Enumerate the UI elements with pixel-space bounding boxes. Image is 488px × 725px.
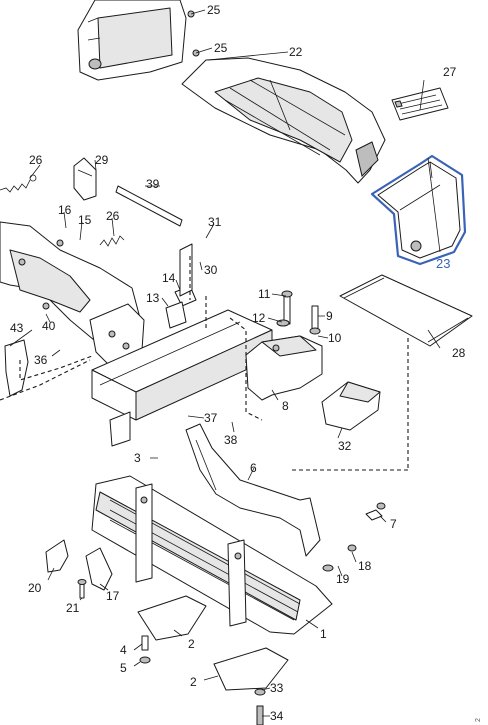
main-beam — [91, 309, 273, 447]
bracket-14-13 — [165, 243, 197, 329]
frame-6 — [185, 423, 321, 557]
leader-lines — [9, 9, 441, 717]
cover-22 — [181, 57, 386, 184]
callout-label: 5 — [120, 661, 127, 675]
callout-label: 37 — [204, 411, 218, 425]
callout-label: 32 — [338, 439, 352, 453]
callout-label: 4 — [120, 643, 127, 657]
bracket-23 — [370, 154, 467, 266]
small-parts-left — [45, 539, 151, 664]
plates-2 — [137, 595, 289, 691]
callout-label: 38 — [224, 433, 238, 447]
callout-label: 17 — [106, 589, 120, 603]
callout-label: 18 — [358, 559, 372, 573]
small-parts-right — [292, 469, 408, 572]
callout-label: 22 — [289, 45, 303, 59]
bracket-32 — [321, 381, 381, 431]
callout-label: 25 — [214, 41, 228, 55]
callout-label: 33 — [270, 681, 284, 695]
assembly-lines — [19, 256, 263, 421]
callout-label: 31 — [208, 215, 222, 229]
callout-labels: 25 25 22 27 26 29 39 23 16 15 26 31 30 1… — [10, 3, 482, 723]
callout-label: 3 — [134, 451, 141, 465]
callout-label: 13 — [146, 291, 160, 305]
bracket-8 — [245, 290, 323, 401]
figure-code: 2 — [475, 718, 482, 722]
callout-label: 11 — [258, 287, 271, 301]
callout-label: 30 — [204, 263, 218, 277]
callout-label: 16 — [58, 203, 72, 217]
callout-label: 43 — [10, 321, 24, 335]
callout-label: 15 — [78, 213, 92, 227]
plate-28 — [339, 274, 473, 470]
callout-label: 21 — [66, 601, 80, 615]
callout-label: 14 — [162, 271, 176, 285]
callout-label: 28 — [452, 346, 466, 360]
left-frame — [0, 221, 145, 367]
upper-housing — [77, 0, 200, 81]
callout-label: 20 — [28, 581, 42, 595]
callout-label: 26 — [106, 209, 120, 223]
callout-label: 34 — [270, 709, 284, 723]
callout-label: 25 — [207, 3, 221, 17]
callout-label: 12 — [252, 311, 266, 325]
callout-label: 36 — [34, 353, 48, 367]
callout-label: 2 — [188, 637, 195, 651]
callout-label: 26 — [29, 153, 43, 167]
callout-label-highlighted: 23 — [436, 256, 450, 271]
bolt-34 — [254, 688, 266, 725]
callout-label: 9 — [326, 309, 333, 323]
callout-label: 19 — [336, 572, 350, 586]
callout-label: 1 — [320, 627, 327, 641]
callout-label: 7 — [390, 517, 397, 531]
callout-label: 39 — [146, 177, 160, 191]
callout-label: 29 — [95, 153, 109, 167]
callout-label: 10 — [328, 331, 342, 345]
left-upper-parts — [0, 157, 183, 247]
chassis-1 — [91, 475, 333, 635]
callout-label: 27 — [443, 65, 457, 79]
callout-label: 2 — [190, 675, 197, 689]
callout-label: 8 — [282, 399, 289, 413]
label-27 — [391, 87, 449, 121]
bracket-43 — [0, 339, 91, 401]
callout-label: 40 — [42, 319, 56, 333]
callout-label: 6 — [250, 461, 257, 475]
